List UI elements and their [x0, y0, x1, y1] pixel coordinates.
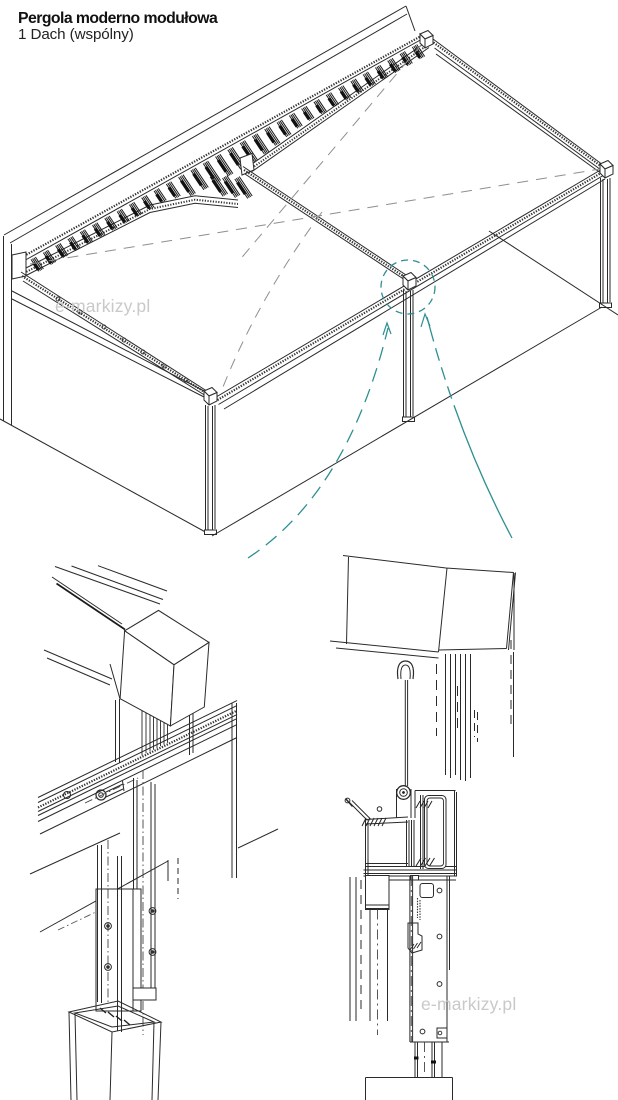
svg-text:Pergola moderno modułowa: Pergola moderno modułowa [18, 10, 218, 27]
svg-text:1 Dach (wspólny): 1 Dach (wspólny) [18, 26, 134, 43]
svg-text:e-markizy.pl: e-markizy.pl [55, 296, 150, 316]
svg-text:e-markizy.pl: e-markizy.pl [421, 994, 516, 1014]
